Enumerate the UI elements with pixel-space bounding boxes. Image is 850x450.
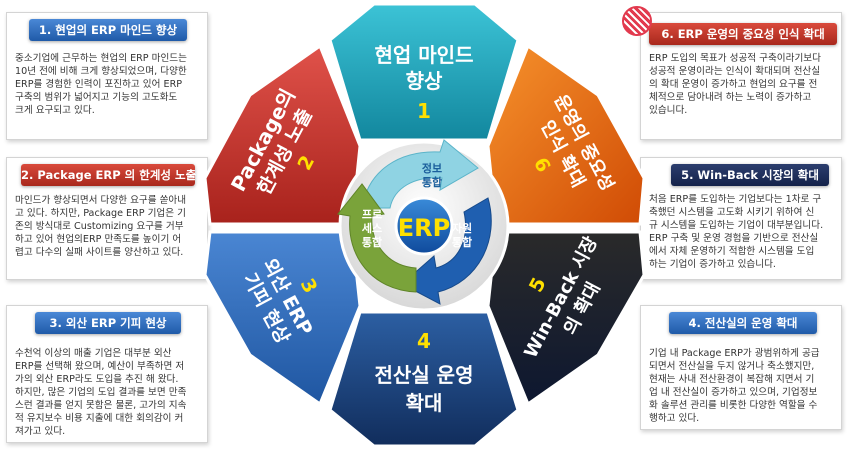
erp-label: ERP	[398, 214, 450, 242]
pin-icon	[622, 6, 652, 36]
card-4-body: 기업 내 Package ERP가 광범위하게 공급 되면서 전산실을 두지 않…	[649, 348, 820, 424]
card-5: 5. Win-Back 시장의 확대 처음 ERP를 도입하는 기업보다는 1차…	[640, 157, 842, 280]
hex-segment-upper-right	[486, 43, 646, 226]
card-1: 1. 현업의 ERP 마인드 향상 중소기업에 근무하는 현업의 ERP 마인드…	[6, 12, 208, 140]
cycle-arrow-left	[337, 183, 417, 293]
hex-top-line2: 향상	[406, 69, 443, 93]
hex-bottom-line1: 전산실 운영	[375, 363, 474, 387]
center-left-line3: 통합	[362, 235, 382, 249]
hex-bottom-number: 4	[417, 329, 431, 353]
card-1-body: 중소기업에 근무하는 현업의 ERP 마인드는 10년 전에 비해 크게 향상되…	[15, 53, 187, 116]
card-4: 4. 전산실의 운영 확대 기업 내 Package ERP가 광범위하게 공급…	[640, 305, 842, 430]
card-3-body: 수천억 이상의 매출 기업은 대부분 외산 ERP를 선택해 왔으며, 예산이 …	[15, 348, 187, 437]
hex-segment-upper-left	[203, 43, 362, 226]
center-top-line1: 정보	[422, 161, 442, 175]
card-3: 3. 외산 ERP 기피 현상 수천억 이상의 매출 기업은 대부분 외산 ER…	[6, 305, 208, 443]
center-left-line1: 프로	[362, 208, 382, 221]
card-2-title: 2. Package ERP 의 한계성 노출	[21, 164, 196, 186]
hex-segment-bottom	[328, 310, 520, 448]
hex-top-line1: 현업 마인드	[375, 43, 474, 67]
hex-segment-lower-right	[486, 230, 646, 407]
card-6-body: ERP 도입의 목표가 성공적 구축이라기보다 성공적 운영이라는 인식이 확대…	[649, 53, 821, 116]
card-6: 6. ERP 운영의 중요성 인식 확대 ERP 도입의 목표가 성공적 구축이…	[640, 12, 842, 140]
cycle-arrow-right	[401, 197, 492, 305]
card-6-title: 6. ERP 운영의 중요성 인식 확대	[649, 23, 837, 45]
card-5-body: 처음 ERP를 도입하는 기업보다는 1차로 구 축했던 시스템을 고도화 시키…	[649, 194, 824, 270]
card-5-title: 5. Win-Back 시장의 확대	[671, 164, 829, 186]
card-2-body: 마인드가 향상되면서 다양한 요구를 쏟아내 고 있다. 하지만, Packag…	[15, 195, 187, 258]
erp-core	[394, 196, 454, 256]
hex-top-number: 1	[417, 99, 431, 123]
cycle-arrow-top	[361, 139, 479, 209]
center-right-line2: 통합	[452, 235, 472, 249]
center-right-line1: 자원	[452, 221, 472, 235]
card-2: 2. Package ERP 의 한계성 노출 마인드가 향상되면서 다양한 요…	[6, 157, 208, 280]
card-3-title: 3. 외산 ERP 기피 현상	[35, 312, 181, 334]
hex-segment-top	[328, 2, 520, 142]
card-1-title: 1. 현업의 ERP 마인드 향상	[29, 19, 187, 41]
center-top-line2: 통합	[422, 175, 442, 189]
hex-bottom-line2: 확대	[406, 391, 443, 415]
center-left-line2: 세스	[362, 221, 382, 235]
card-4-title: 4. 전산실의 운영 확대	[669, 312, 817, 334]
